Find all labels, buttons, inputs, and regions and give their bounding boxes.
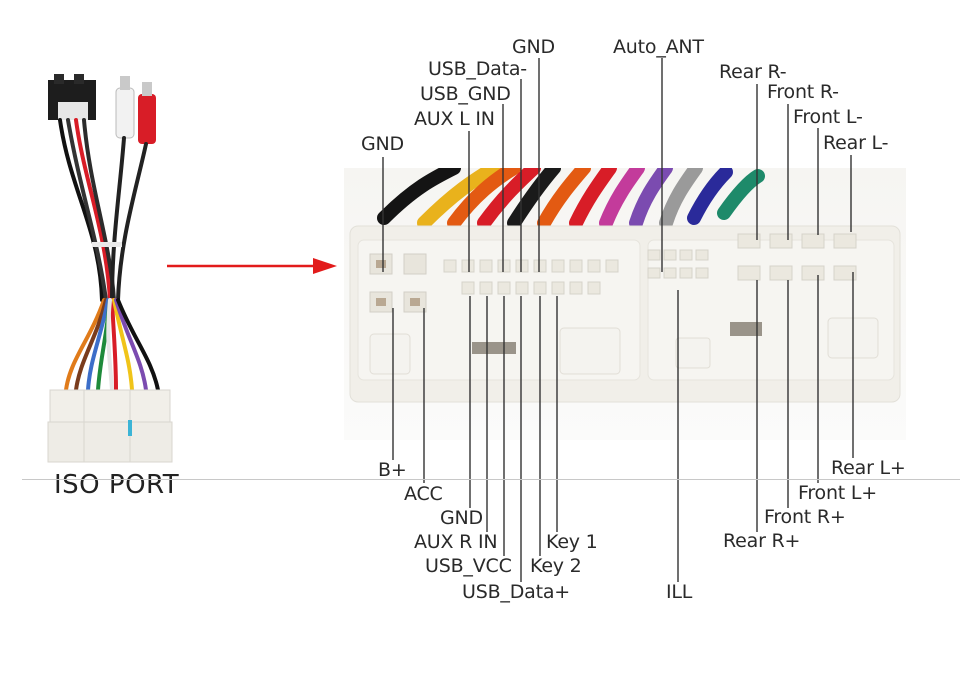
label-aux-r-in: AUX R IN bbox=[414, 531, 498, 553]
divider-line bbox=[22, 479, 960, 480]
label-usb-vcc: USB_VCC bbox=[425, 555, 512, 577]
label-acc: ACC bbox=[404, 483, 443, 505]
label-front-l-minus: Front L- bbox=[793, 106, 863, 128]
label-rear-l-minus: Rear L- bbox=[823, 132, 889, 154]
label-ill: ILL bbox=[666, 581, 693, 603]
label-gnd-left: GND bbox=[361, 133, 404, 155]
label-key-1: Key 1 bbox=[546, 531, 598, 553]
label-key-2: Key 2 bbox=[530, 555, 582, 577]
label-gnd-top: GND bbox=[512, 36, 555, 58]
red-arrow-icon bbox=[167, 258, 337, 274]
label-auto-ant: Auto_ANT bbox=[613, 36, 704, 58]
label-rear-l-plus: Rear L+ bbox=[831, 457, 906, 479]
label-b-plus: B+ bbox=[378, 459, 407, 481]
label-usb-data-plus: USB_Data+ bbox=[462, 581, 570, 603]
iso-port-caption: ISO PORT bbox=[54, 470, 180, 500]
label-front-l-plus: Front L+ bbox=[798, 482, 878, 504]
label-usb-data-minus: USB_Data- bbox=[428, 58, 527, 80]
label-usb-gnd: USB_GND bbox=[420, 83, 511, 105]
iso-harness-image bbox=[47, 74, 173, 463]
label-gnd-bottom: GND bbox=[440, 507, 483, 529]
label-front-r-plus: Front R+ bbox=[764, 506, 846, 528]
label-rear-r-plus: Rear R+ bbox=[723, 530, 801, 552]
label-aux-l-in: AUX L IN bbox=[414, 108, 495, 130]
label-rear-r-minus: Rear R- bbox=[719, 61, 787, 83]
label-front-r-minus: Front R- bbox=[767, 81, 839, 103]
